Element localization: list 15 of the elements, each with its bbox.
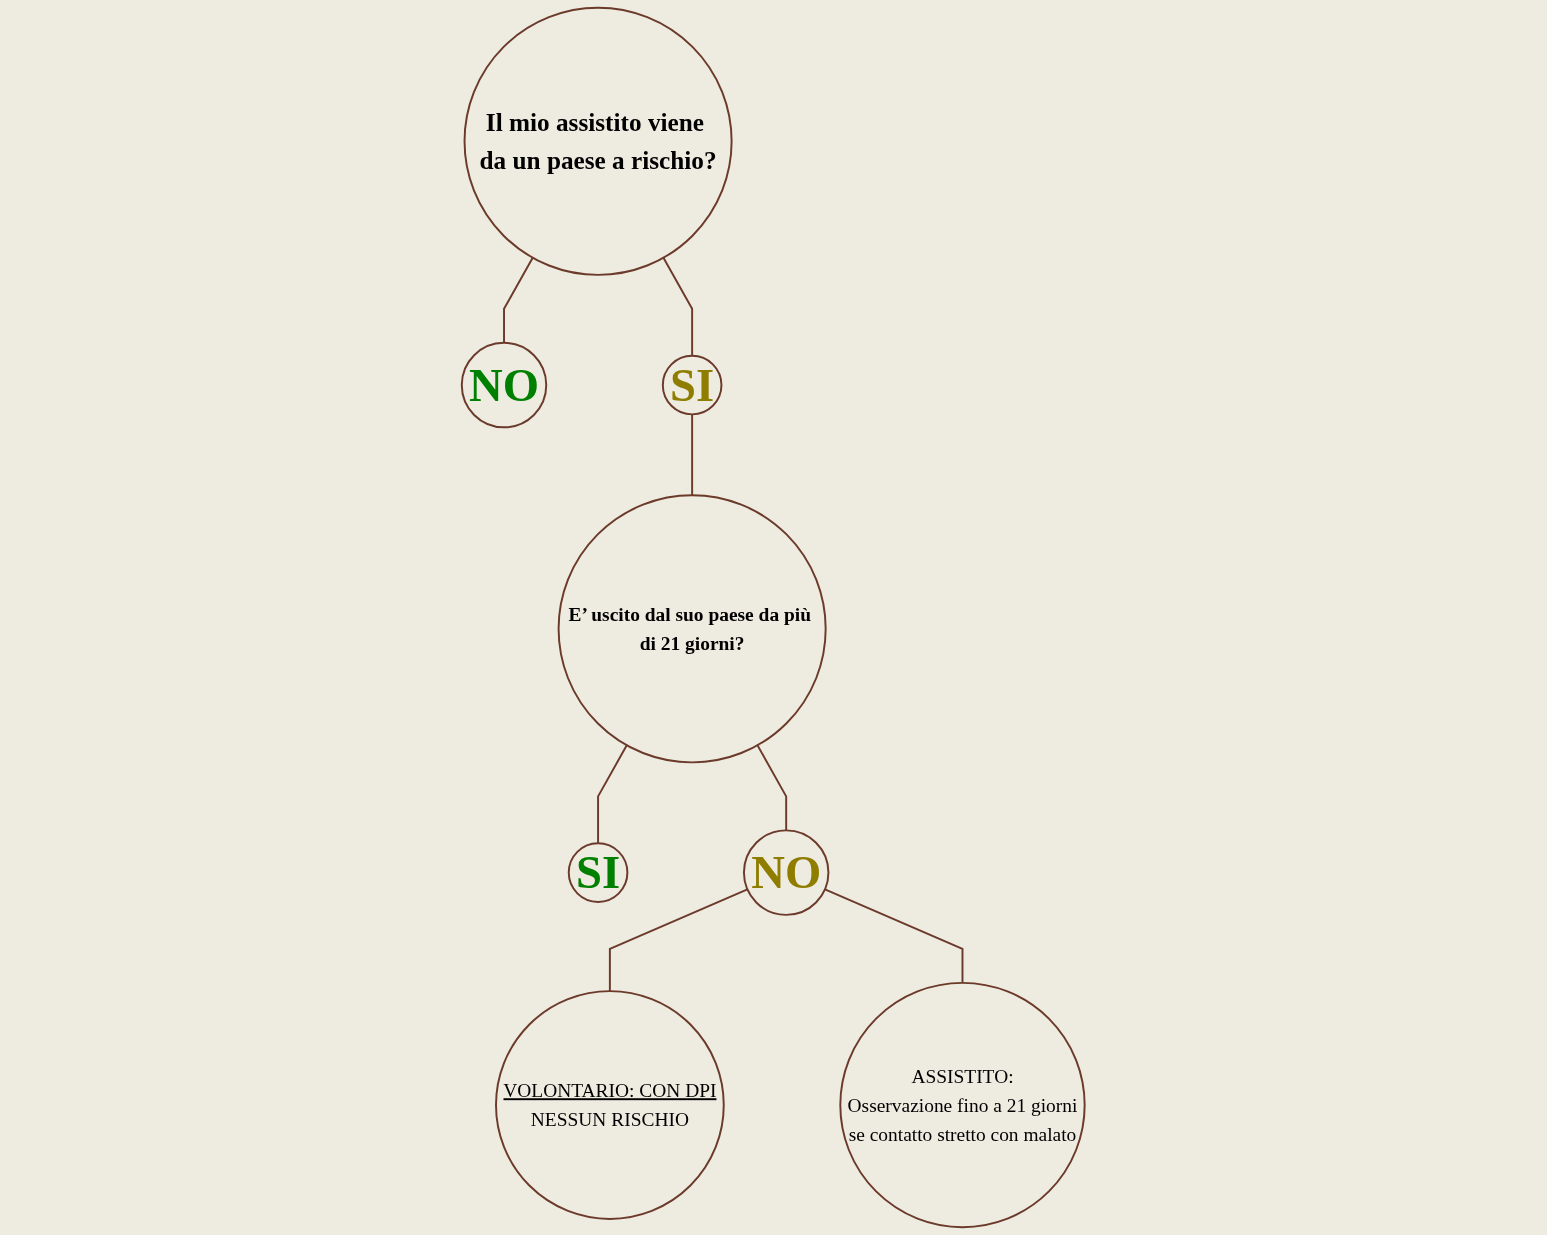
connector — [662, 256, 694, 357]
connector — [609, 888, 749, 993]
node-circle: NO — [743, 829, 830, 916]
node-circle: ASSISTITO: Osservazione fino a 21 giorni se contatto stretto con malato — [839, 981, 1086, 1229]
node-circle: Il mio assistito viene da un paese a rischio? — [463, 6, 733, 276]
connector — [597, 744, 628, 845]
connector — [691, 413, 694, 497]
node-circle: SI — [568, 842, 629, 903]
node-circle: SI — [662, 354, 723, 416]
connector — [824, 888, 964, 984]
connector — [756, 744, 788, 832]
node-circle: NO — [461, 341, 548, 429]
node-circle: E’ uscito dal suo paese da più di 21 giorni? — [557, 494, 827, 764]
connector — [503, 256, 534, 344]
node-circle: VOLONTARIO: CON DPI NESSUN RISCHIO — [495, 990, 725, 1220]
